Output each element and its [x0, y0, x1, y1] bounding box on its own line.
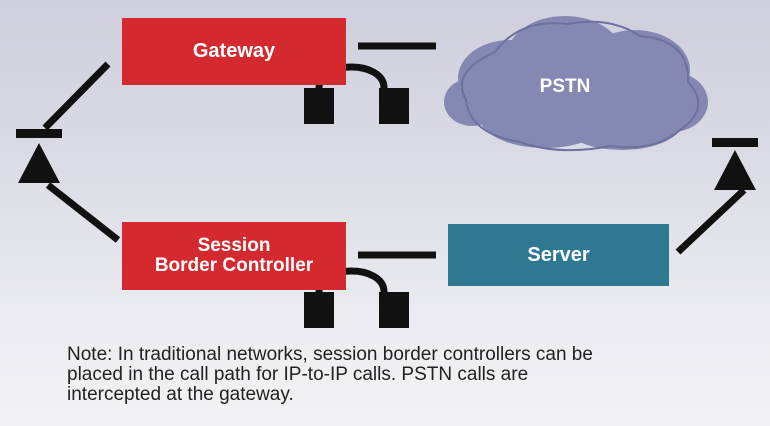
connection-lines: [42, 42, 747, 259]
note-line: intercepted at the gateway.: [67, 384, 294, 405]
line-server-to-right-endpoint: [675, 187, 747, 255]
line-gateway-to-left-endpoint: [42, 61, 111, 131]
note-line: placed in the call path for IP-to-IP cal…: [67, 364, 529, 385]
server-node: Server: [448, 224, 669, 286]
sbc-label-line-2: Border Controller: [154, 255, 314, 276]
note-text: Note: In traditional networks, session b…: [67, 345, 757, 405]
note-line: Note: In traditional networks, session b…: [67, 344, 593, 365]
pstn-label: PSTN: [539, 76, 591, 97]
triangle-endpoint-icon: [16, 129, 62, 183]
pstn-cloud: [444, 16, 708, 152]
sbc-label-line-1: Session: [197, 235, 271, 256]
triangle-endpoint-icon: [712, 138, 758, 190]
line-left-endpoint-to-sbc: [45, 182, 121, 243]
session-border-controller-node: Session Border Controller: [122, 222, 346, 290]
gateway-label: Gateway: [192, 40, 276, 62]
server-label: Server: [527, 243, 590, 266]
gateway-node: Gateway: [122, 18, 346, 85]
headset-connector-icon: [304, 63, 409, 124]
